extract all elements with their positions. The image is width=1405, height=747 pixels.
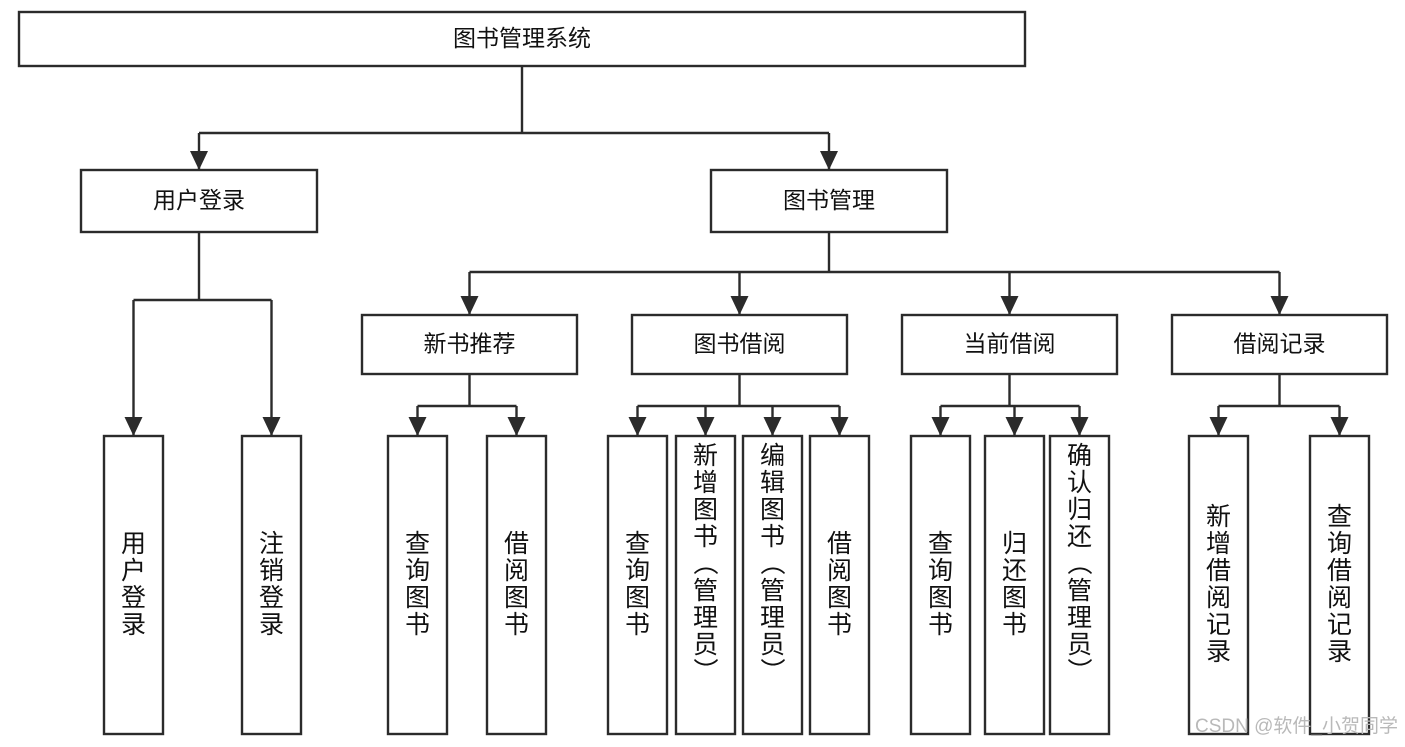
node-label: 查询图书 xyxy=(625,530,650,639)
node-leaf-新增借阅记录-11[interactable]: 新增借阅记录 xyxy=(1187,434,1250,736)
node-box xyxy=(709,168,949,234)
node-label: 借阅图书 xyxy=(827,530,852,639)
node-label: 查询借阅记录 xyxy=(1327,503,1352,666)
arrow-head-icon xyxy=(1070,417,1089,436)
node-label: 查询图书 xyxy=(405,530,430,639)
node-box xyxy=(1308,434,1371,736)
node-layer: 图书管理系统用户登录图书管理新书推荐图书借阅当前借阅借阅记录用户登录注销登录查询… xyxy=(17,10,1389,736)
node-box xyxy=(485,434,548,736)
node-label: 确认归还（管理员） xyxy=(1067,442,1093,686)
node-label: 新增图书（管理员） xyxy=(693,442,719,686)
connector-layer xyxy=(124,66,1349,436)
node-leaf-查询图书-8[interactable]: 查询图书 xyxy=(909,434,972,736)
node-label: 图书借阅 xyxy=(694,331,786,357)
node-leaf-用户登录-0[interactable]: 用户登录 xyxy=(102,434,165,736)
node-box xyxy=(102,434,165,736)
node-box xyxy=(1170,313,1389,376)
node-label: 用户登录 xyxy=(121,530,146,639)
arrow-head-icon xyxy=(830,417,849,436)
arrow-head-icon xyxy=(696,417,715,436)
node-box xyxy=(741,434,804,736)
arrow-head-icon xyxy=(763,417,782,436)
node-leaf-查询图书-4[interactable]: 查询图书 xyxy=(606,434,669,736)
node-leaf-借阅图书-7[interactable]: 借阅图书 xyxy=(808,434,871,736)
arrow-head-icon xyxy=(820,151,838,170)
node-label: 归还图书 xyxy=(1002,530,1027,639)
node-level1-图书管理-1[interactable]: 图书管理 xyxy=(709,168,949,234)
csdn-watermark: CSDN @软件_小贺同学 xyxy=(1195,715,1398,737)
node-box xyxy=(983,434,1046,736)
node-level2-新书推荐-0[interactable]: 新书推荐 xyxy=(360,313,579,376)
node-leaf-查询图书-2[interactable]: 查询图书 xyxy=(386,434,449,736)
node-box xyxy=(909,434,972,736)
node-label: 借阅图书 xyxy=(504,530,529,639)
arrow-head-icon xyxy=(124,417,143,436)
node-label: 用户登录 xyxy=(153,187,245,213)
node-box xyxy=(808,434,871,736)
node-box xyxy=(240,434,303,736)
node-box xyxy=(79,168,319,234)
node-leaf-查询借阅记录-12[interactable]: 查询借阅记录 xyxy=(1308,434,1371,736)
node-box xyxy=(900,313,1119,376)
node-label: 查询图书 xyxy=(928,530,953,639)
node-root-图书管理系统-0[interactable]: 图书管理系统 xyxy=(17,10,1027,68)
arrow-head-icon xyxy=(190,151,208,170)
node-label: 编辑图书（管理员） xyxy=(760,442,786,686)
node-label: 当前借阅 xyxy=(964,331,1056,357)
node-label: 图书管理系统 xyxy=(453,25,591,51)
node-box xyxy=(360,313,579,376)
node-label: 图书管理 xyxy=(783,187,875,213)
node-box xyxy=(630,313,849,376)
node-leaf-确认归还管理员-10[interactable]: 确认归还（管理员） xyxy=(1048,434,1111,736)
arrow-head-icon xyxy=(262,417,281,436)
node-level2-借阅记录-3[interactable]: 借阅记录 xyxy=(1170,313,1389,376)
arrow-head-icon xyxy=(1330,417,1349,436)
node-box xyxy=(606,434,669,736)
arrow-head-icon xyxy=(1209,417,1228,436)
node-box xyxy=(1048,434,1111,736)
node-label: 新书推荐 xyxy=(424,331,516,357)
node-label: 新增借阅记录 xyxy=(1206,503,1231,666)
node-leaf-注销登录-1[interactable]: 注销登录 xyxy=(240,434,303,736)
node-box xyxy=(674,434,737,736)
arrow-head-icon xyxy=(1005,417,1024,436)
node-leaf-新增图书管理员-5[interactable]: 新增图书（管理员） xyxy=(674,434,737,736)
node-label: 注销登录 xyxy=(259,530,284,639)
node-box xyxy=(386,434,449,736)
node-level2-图书借阅-1[interactable]: 图书借阅 xyxy=(630,313,849,376)
node-box xyxy=(1187,434,1250,736)
arrow-head-icon xyxy=(1000,296,1019,315)
node-label: 借阅记录 xyxy=(1234,331,1326,357)
arrow-head-icon xyxy=(460,296,479,315)
arrow-head-icon xyxy=(408,417,427,436)
node-level1-用户登录-0[interactable]: 用户登录 xyxy=(79,168,319,234)
node-leaf-归还图书-9[interactable]: 归还图书 xyxy=(983,434,1046,736)
node-leaf-编辑图书管理员-6[interactable]: 编辑图书（管理员） xyxy=(741,434,804,736)
node-leaf-借阅图书-3[interactable]: 借阅图书 xyxy=(485,434,548,736)
node-level2-当前借阅-2[interactable]: 当前借阅 xyxy=(900,313,1119,376)
arrow-head-icon xyxy=(507,417,526,436)
arrow-head-icon xyxy=(730,296,749,315)
arrow-head-icon xyxy=(931,417,950,436)
node-box xyxy=(17,10,1027,68)
arrow-head-icon xyxy=(1270,296,1289,315)
arrow-head-icon xyxy=(628,417,647,436)
